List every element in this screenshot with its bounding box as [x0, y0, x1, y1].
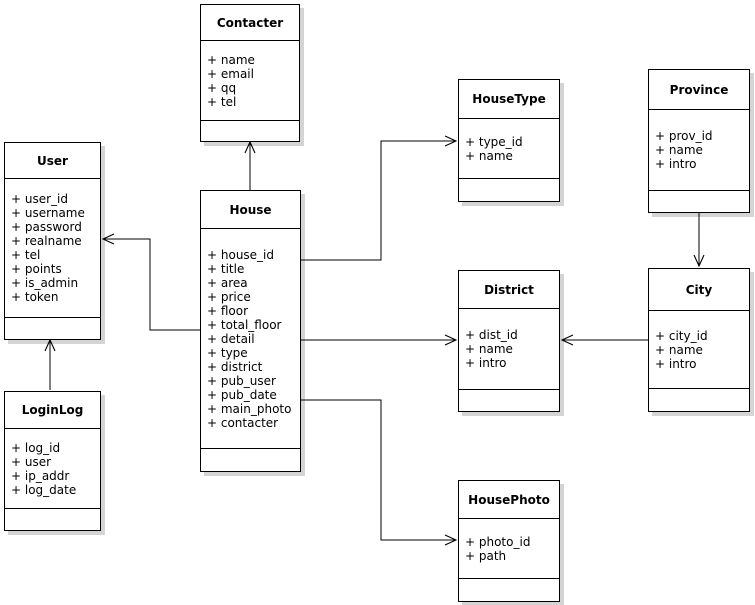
attribute: + detail — [207, 331, 255, 346]
class-title: HousePhoto — [459, 481, 559, 519]
class-title: District — [459, 271, 559, 309]
methods-compartment — [649, 389, 749, 411]
class-title: Contacter — [201, 5, 299, 41]
connector-group — [50, 141, 699, 540]
attribute: + pub_user — [207, 373, 276, 388]
attribute: + main_photo — [207, 401, 292, 416]
attribute-list: + name+ email+ qq+ tel — [201, 41, 299, 121]
attribute: + intro — [655, 356, 697, 371]
methods-compartment — [459, 179, 559, 201]
attribute: + pub_date — [207, 387, 277, 402]
methods-compartment — [201, 121, 299, 141]
class-title: City — [649, 269, 749, 311]
class-title: Province — [649, 70, 749, 110]
class-title: LoginLog — [5, 392, 100, 429]
attribute: + points — [11, 262, 62, 276]
class-district: District+ dist_id+ name+ intro — [458, 270, 560, 412]
class-housetype: HouseType+ type_id+ name — [458, 79, 560, 202]
class-city: City+ city_id+ name+ intro — [648, 268, 750, 412]
attribute: + log_id — [11, 440, 61, 455]
attribute: + name — [465, 148, 513, 163]
attribute: + dist_id — [465, 328, 518, 342]
attribute: + contacter — [207, 415, 279, 430]
methods-compartment — [201, 449, 300, 471]
attribute: + intro — [465, 356, 507, 370]
attribute: + name — [655, 143, 703, 157]
attribute: + area — [207, 275, 248, 290]
attribute-list: + dist_id+ name+ intro — [459, 309, 559, 390]
attribute: + realname — [11, 234, 82, 248]
attribute-list: + city_id+ name+ intro — [649, 311, 749, 389]
attribute: + type_id — [465, 134, 523, 149]
attribute: + prov_id — [655, 129, 713, 143]
attribute: + district — [207, 359, 263, 374]
attribute-list: + house_id+ title+ area+ price+ floor+ t… — [201, 229, 300, 449]
class-title: House — [201, 191, 300, 229]
methods-compartment — [5, 318, 100, 339]
attribute: + is_admin — [11, 276, 79, 290]
attribute: + qq — [207, 80, 237, 95]
attribute: + email — [207, 66, 254, 81]
class-contacter: Contacter+ name+ email+ qq+ tel — [200, 4, 300, 142]
attribute-list: + log_id+ user+ ip_addr+ log_date — [5, 429, 100, 509]
class-user: User+ user_id+ username+ password+ realn… — [4, 142, 101, 340]
attribute: + house_id — [207, 247, 275, 262]
attribute: + photo_id — [465, 534, 531, 549]
attribute: + user_id — [11, 192, 68, 206]
class-housephoto: HousePhoto+ photo_id+ path — [458, 480, 560, 602]
methods-compartment — [5, 509, 100, 530]
attribute: + ip_addr — [11, 468, 70, 483]
connector-house-to-housephoto — [301, 399, 456, 540]
attribute: + name — [207, 52, 255, 67]
class-province: Province+ prov_id+ name+ intro — [648, 69, 750, 213]
attribute: + city_id — [655, 328, 708, 343]
class-house: House+ house_id+ title+ area+ price+ flo… — [200, 190, 301, 472]
attribute-list: + photo_id+ path — [459, 519, 559, 579]
attribute: + intro — [655, 157, 697, 171]
attribute: + log_date — [11, 482, 77, 497]
attribute: + username — [11, 206, 85, 220]
methods-compartment — [649, 191, 749, 212]
attribute: + user — [11, 454, 52, 469]
attribute: + title — [207, 261, 245, 276]
connector-house-to-housetype — [301, 141, 456, 261]
attribute: + price — [207, 289, 251, 304]
attribute-list: + user_id+ username+ password+ realname+… — [5, 179, 100, 318]
class-loginlog: LoginLog+ log_id+ user+ ip_addr+ log_dat… — [4, 391, 101, 531]
attribute: + name — [655, 342, 703, 357]
attribute: + name — [465, 342, 513, 356]
attribute: + password — [11, 220, 82, 234]
attribute-list: + type_id+ name — [459, 119, 559, 179]
methods-compartment — [459, 390, 559, 411]
attribute: + tel — [207, 94, 237, 109]
attribute: + path — [465, 548, 507, 563]
class-title: User — [5, 143, 100, 179]
attribute: + floor — [207, 303, 249, 318]
attribute: + type — [207, 345, 248, 360]
methods-compartment — [459, 579, 559, 601]
attribute: + token — [11, 290, 59, 304]
attribute-list: + prov_id+ name+ intro — [649, 110, 749, 191]
attribute: + tel — [11, 248, 41, 262]
class-title: HouseType — [459, 80, 559, 119]
connector-house-to-user — [103, 239, 200, 331]
attribute: + total_floor — [207, 317, 282, 332]
